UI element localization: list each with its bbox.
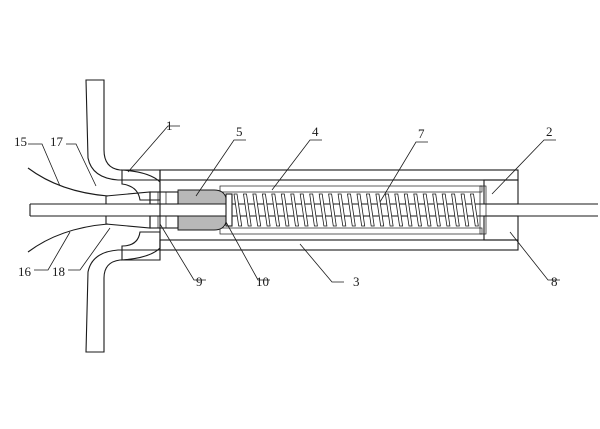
spring-coil [356,193,366,227]
spring-coil [403,193,413,227]
spring-coil [261,193,271,227]
spring-coil [318,193,328,227]
spring-coil [366,193,375,227]
spring-coil [252,193,262,227]
collet [105,191,179,229]
callout-18: 18 [52,264,65,279]
spring-coil [233,193,243,227]
spring-coil [280,193,290,227]
spring-coil [347,193,356,227]
spring [233,193,479,227]
callout-4: 4 [312,124,319,139]
spring-coil [328,193,337,227]
piston-parts [177,189,233,231]
callout-3: 3 [353,274,360,289]
callout-labels: 1 2 3 4 5 7 8 9 10 15 16 17 18 [14,118,558,289]
spring-coil [337,193,347,227]
spring-coil [290,193,299,227]
spring-coil [422,193,432,227]
callout-1: 1 [166,118,173,133]
spring-coil [243,193,252,227]
callout-8: 8 [551,274,558,289]
end-cap [479,179,519,241]
outer-tube [159,169,519,251]
callout-10: 10 [256,274,269,289]
callout-5: 5 [236,124,243,139]
spring-coil [441,193,451,227]
spring-coil [394,193,404,227]
callout-7: 7 [418,126,425,141]
spring-coil [470,193,479,227]
callout-17: 17 [50,134,64,149]
spring-coil [451,193,460,227]
spring-coil [384,193,394,227]
callout-15: 15 [14,134,27,149]
callout-16: 16 [18,264,32,279]
spring-coil [432,193,441,227]
callout-2: 2 [546,124,553,139]
leader-lines [28,125,560,283]
spring-coil [413,193,422,227]
cables [27,167,109,253]
spring-coil [299,193,309,227]
spring-coil [271,193,281,227]
callout-9: 9 [196,274,203,289]
spring-coil [375,193,385,227]
inner-sleeve [219,185,483,235]
spring-coil [309,193,318,227]
spring-coil [460,193,470,227]
